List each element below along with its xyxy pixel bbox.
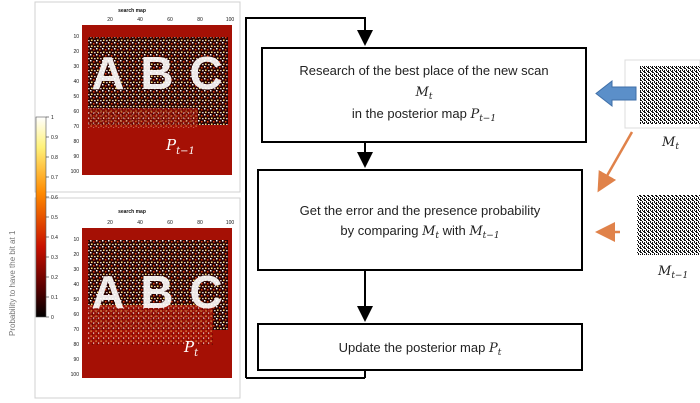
colorbar-tick-label: 0.4 xyxy=(51,235,58,241)
map-overlay-label: Pt xyxy=(183,338,199,359)
box-border xyxy=(257,323,583,371)
scan-image xyxy=(640,66,700,124)
y-tick-label: 50 xyxy=(73,94,79,100)
x-tick-label: 40 xyxy=(137,17,143,23)
box-line: Get the error and the presence probabili… xyxy=(300,203,541,218)
scan-current: Mt xyxy=(624,59,700,152)
y-tick-label: 30 xyxy=(73,64,79,70)
box-line: Update the posterior map Pt xyxy=(339,340,502,358)
colorbar-tick-label: 0.2 xyxy=(51,275,58,281)
x-tick-label: 80 xyxy=(197,17,203,23)
box-line: Mt xyxy=(415,85,433,102)
x-tick-label: 60 xyxy=(167,17,173,23)
y-tick-label: 30 xyxy=(73,267,79,273)
box-line: Research of the best place of the new sc… xyxy=(299,63,548,78)
colorbar: 1 0.9 0.8 0.7 0.6 0.5 0.4 0.3 0.2 0.1 0 Probabilit… xyxy=(8,115,58,336)
box-border xyxy=(261,47,587,143)
box-line: in the posterior map Pt−1 xyxy=(352,106,496,124)
y-tick-label: 80 xyxy=(73,342,79,348)
scan-image xyxy=(637,195,700,255)
y-tick-label: 20 xyxy=(73,252,79,258)
step-update-box: Update the posterior map Pt xyxy=(257,323,583,371)
y-tick-label: 10 xyxy=(73,237,79,243)
loop-arrow xyxy=(245,17,373,378)
scan-label: Mt xyxy=(661,135,679,152)
y-tick-label: 40 xyxy=(73,79,79,85)
colorbar-tick-label: 0 xyxy=(51,315,54,321)
letter-c: C xyxy=(189,47,222,99)
map-frame-top xyxy=(34,1,241,193)
y-tick-label: 70 xyxy=(73,327,79,333)
letter-c: C xyxy=(189,266,222,318)
x-tick-label: 100 xyxy=(226,220,235,226)
posterior-map-previous: search map A B C 20 40 60 80 100 10 20 30 40 50 6… xyxy=(71,8,234,175)
colorbar-tick-label: 0.7 xyxy=(51,175,58,181)
y-tick-label: 60 xyxy=(73,109,79,115)
partial-scan-area xyxy=(88,305,213,345)
y-tick-label: 40 xyxy=(73,282,79,288)
box-border xyxy=(257,169,583,271)
map-y-ticks: 10 20 30 40 50 60 70 80 90 100 xyxy=(71,34,80,175)
x-tick-label: 60 xyxy=(167,220,173,226)
map-y-ticks: 10 20 30 40 50 60 70 80 90 100 xyxy=(71,237,80,378)
colorbar-tick-label: 0.9 xyxy=(51,135,58,141)
colorbar-tick-label: 0.6 xyxy=(51,195,58,201)
colorbar-tick-label: 0.1 xyxy=(51,295,58,301)
partial-scan-area xyxy=(88,108,198,128)
x-tick-label: 20 xyxy=(107,220,113,226)
colorbar-tick-label: 0.3 xyxy=(51,255,58,261)
map-title: search map xyxy=(118,8,146,14)
colorbar-tick-label: 0.8 xyxy=(51,155,58,161)
colorbar-tick-label: 1 xyxy=(51,115,54,121)
x-tick-label: 80 xyxy=(197,220,203,226)
colorbar-ticks: 1 0.9 0.8 0.7 0.6 0.5 0.4 0.3 0.2 0.1 0 xyxy=(46,115,58,321)
blue-input-arrow xyxy=(595,79,637,108)
letter-a: A xyxy=(91,266,124,318)
x-tick-label: 100 xyxy=(226,17,235,23)
box-line: by comparing Mt with Mt−1 xyxy=(340,223,499,241)
posterior-map-current: search map A B C 20 40 60 80 100 10 20 30 40 50 6… xyxy=(71,209,234,378)
y-tick-label: 100 xyxy=(71,169,80,175)
y-tick-label: 80 xyxy=(73,139,79,145)
letter-b: B xyxy=(140,47,173,99)
y-tick-label: 90 xyxy=(73,154,79,160)
orange-arrow-diagonal xyxy=(597,131,634,193)
y-tick-label: 70 xyxy=(73,124,79,130)
step-compare-box: Get the error and the presence probabili… xyxy=(257,169,583,271)
map-overlay-label: Pt−1 xyxy=(165,136,195,157)
colorbar-tick-label: 0.5 xyxy=(51,215,58,221)
y-tick-label: 60 xyxy=(73,312,79,318)
colorbar-label: Probability to have the bit at 1 xyxy=(8,230,17,336)
x-tick-label: 40 xyxy=(137,220,143,226)
x-tick-label: 20 xyxy=(107,17,113,23)
y-tick-label: 90 xyxy=(73,357,79,363)
letter-a: A xyxy=(91,47,124,99)
y-tick-label: 50 xyxy=(73,297,79,303)
y-tick-label: 100 xyxy=(71,372,80,378)
map-x-ticks: 20 40 60 80 100 xyxy=(107,17,234,23)
scan-label: Mt−1 xyxy=(657,264,688,281)
step-research-box: Research of the best place of the new sc… xyxy=(261,47,587,143)
map-title: search map xyxy=(118,209,146,215)
letter-b: B xyxy=(140,266,173,318)
y-tick-label: 20 xyxy=(73,49,79,55)
map-frame-bottom xyxy=(34,197,241,399)
scan-previous: Mt−1 xyxy=(637,195,700,281)
colorbar-gradient xyxy=(35,116,47,318)
map-x-ticks: 20 40 60 80 100 xyxy=(107,220,234,226)
y-tick-label: 10 xyxy=(73,34,79,40)
